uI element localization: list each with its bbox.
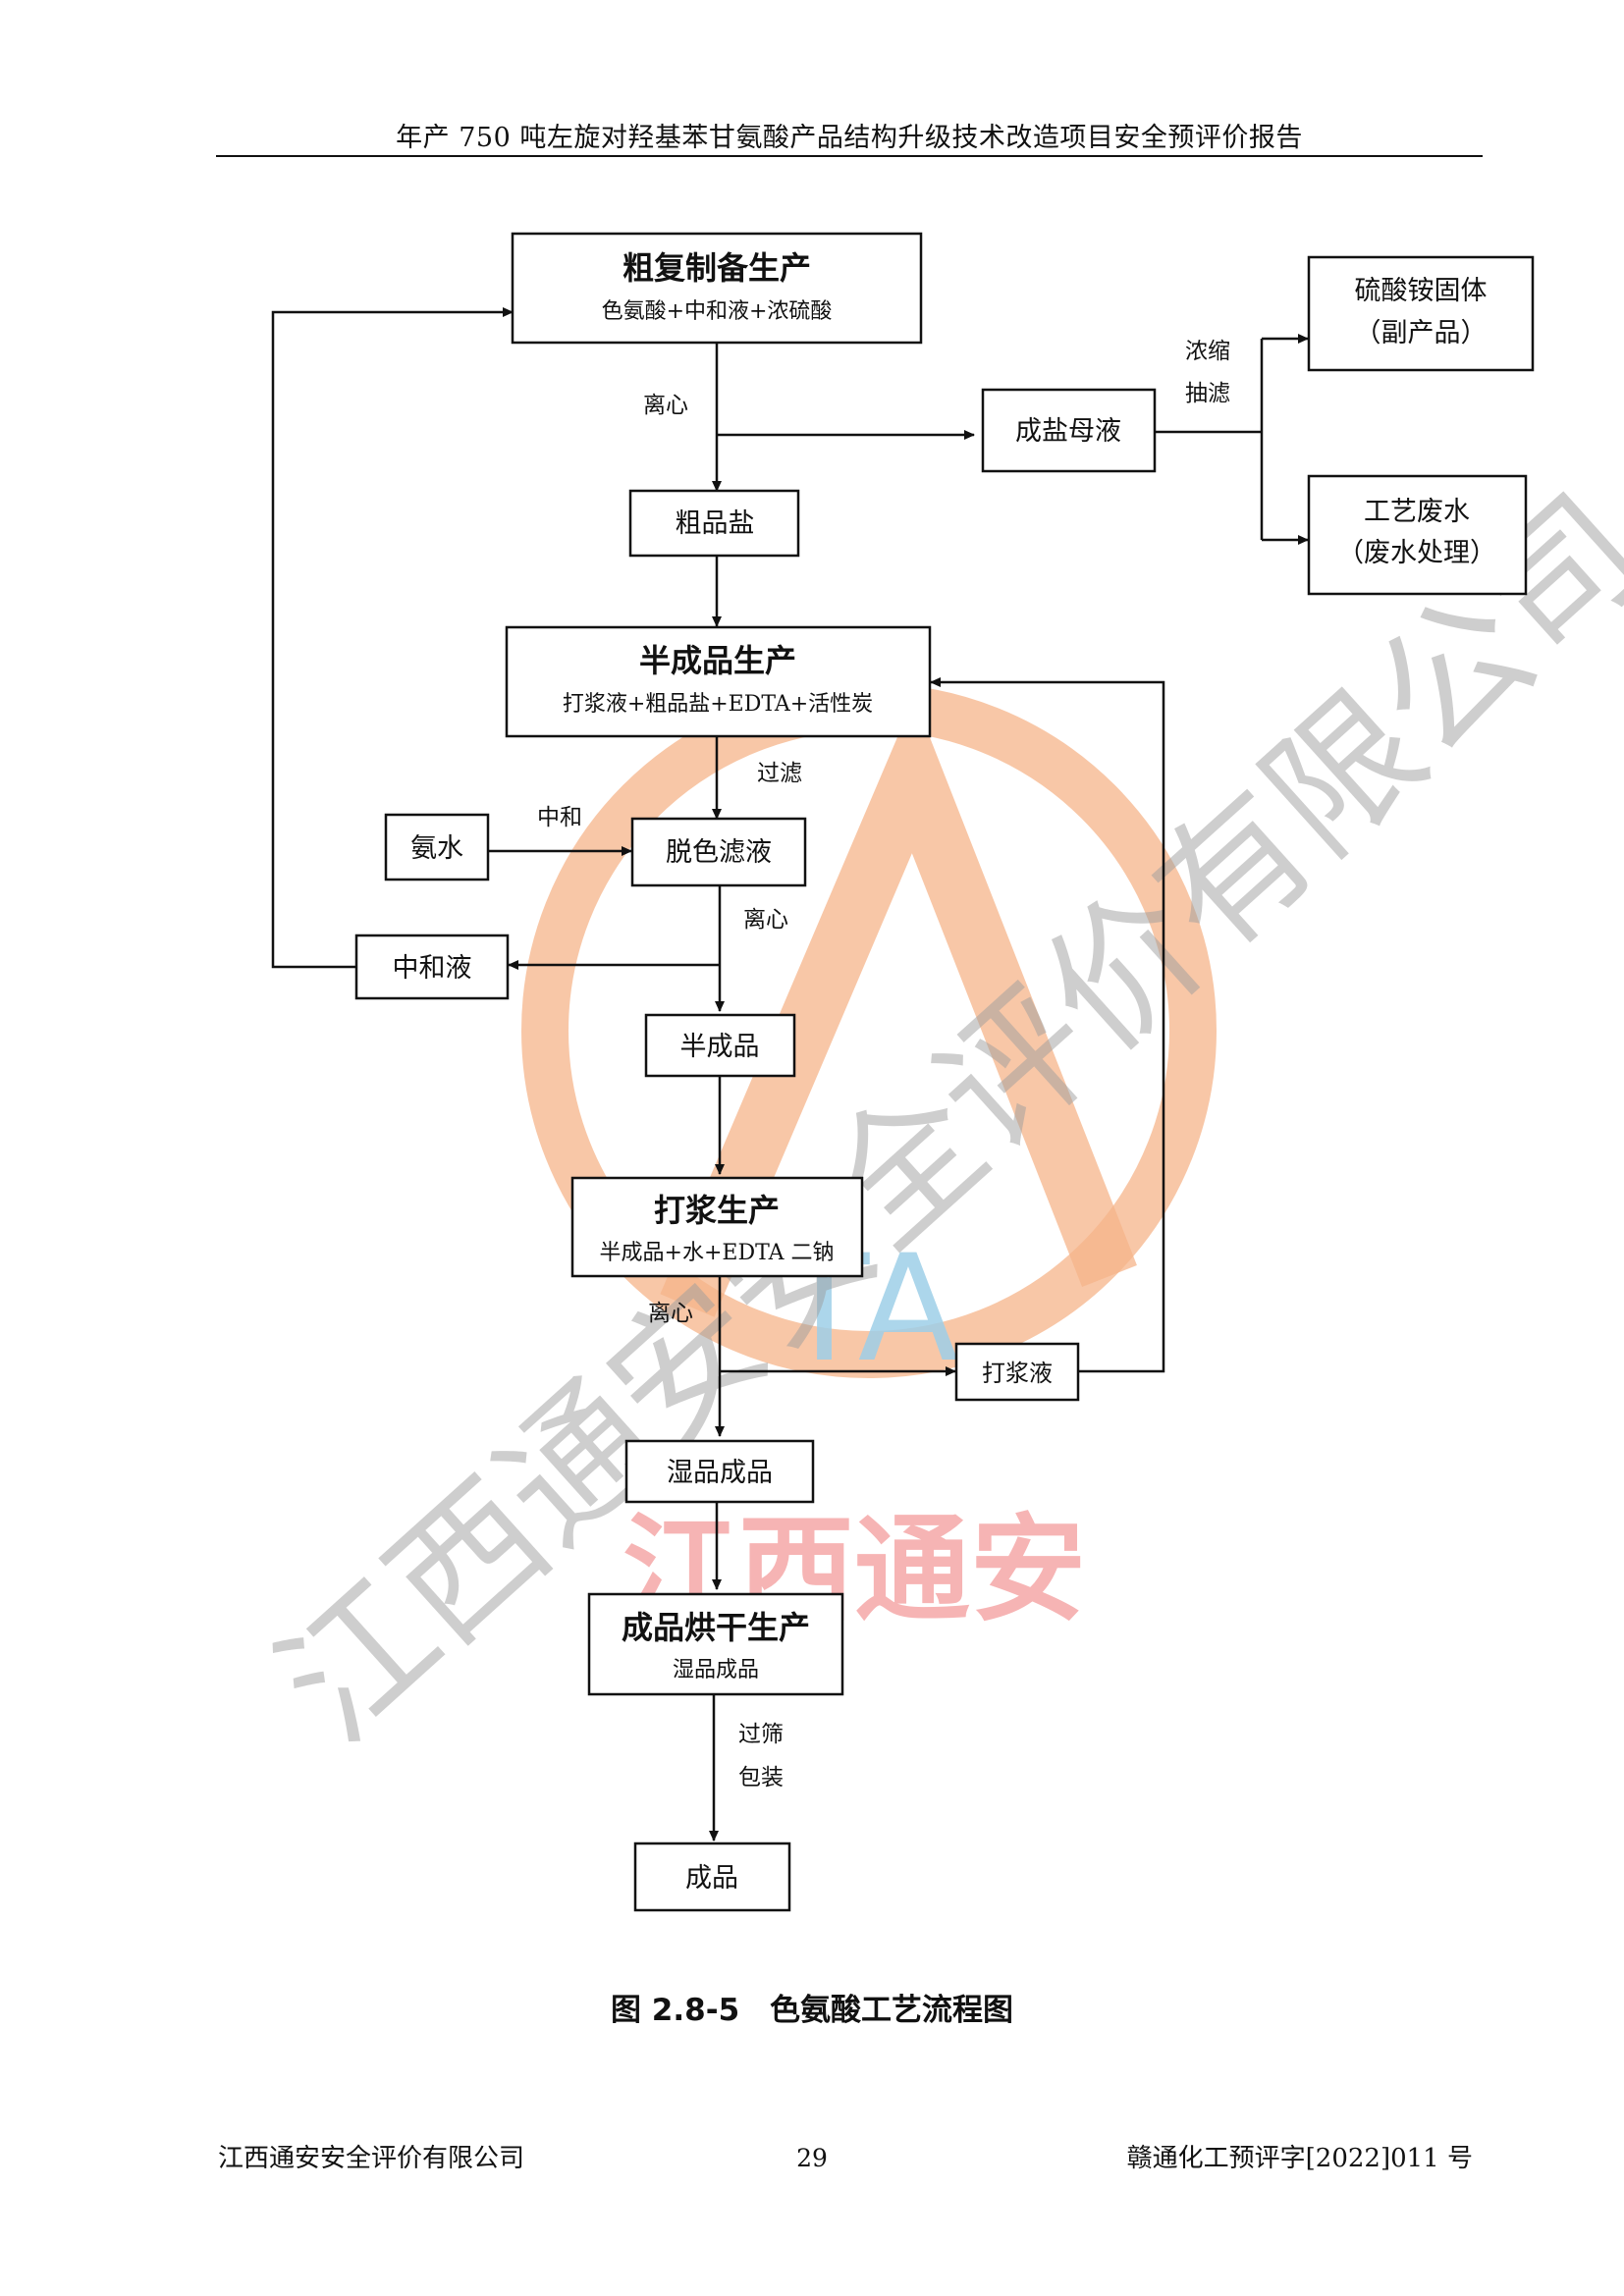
node-salt-mother-liquor: 成盐母液 bbox=[981, 388, 1157, 473]
label-centrifuge-1: 离心 bbox=[643, 393, 688, 418]
edge-neutral-liquid-recycle bbox=[271, 307, 514, 969]
node-drying-production: 成品烘干生产 湿品成品 bbox=[587, 1592, 844, 1696]
node-decolor-filtrate: 脱色滤液 bbox=[630, 817, 807, 887]
node-wet-label: 湿品成品 bbox=[667, 1458, 773, 1488]
node-pulping-title: 打浆生产 bbox=[654, 1192, 780, 1229]
label-neutralize: 中和 bbox=[537, 805, 582, 830]
node-semi-prod-title: 半成品生产 bbox=[639, 642, 796, 679]
figure-title: 色氨酸工艺流程图 bbox=[769, 1993, 1013, 2028]
node-neutral-liquid: 中和液 bbox=[354, 934, 510, 1000]
node-crude-salt-label: 粗品盐 bbox=[676, 508, 755, 539]
footer-page-number: 29 bbox=[796, 2144, 828, 2172]
node-ammonium-sulfate: 硫酸铵固体 （副产品） bbox=[1307, 255, 1535, 372]
label-centrifuge-2: 离心 bbox=[743, 907, 788, 933]
node-semi-prod-sub: 打浆液+粗品盐+EDTA+活性炭 bbox=[563, 692, 873, 717]
node-crude-sub: 色氨酸+中和液+浓硫酸 bbox=[602, 299, 833, 324]
header-rule bbox=[216, 155, 1483, 157]
node-decolor-label: 脱色滤液 bbox=[666, 837, 772, 868]
page-header-title: 年产 750 吨左旋对羟基苯甘氨酸产品结构升级技术改造项目安全预评价报告 bbox=[396, 123, 1303, 153]
node-pulp-liquid: 打浆液 bbox=[954, 1342, 1080, 1402]
node-semi-product: 半成品 bbox=[644, 1013, 796, 1078]
figure-number: 图 2.8-5 bbox=[611, 1993, 740, 2028]
node-neutral-liquid-label: 中和液 bbox=[393, 953, 472, 984]
label-concentrate: 浓缩 bbox=[1185, 339, 1230, 364]
footer-company: 江西通安安全评价有限公司 bbox=[218, 2144, 525, 2173]
node-pulp-liquid-label: 打浆液 bbox=[982, 1360, 1053, 1387]
node-final-product: 成品 bbox=[633, 1842, 791, 1912]
node-ammonium-sulfate-line2: （副产品） bbox=[1355, 318, 1488, 348]
node-semi-production: 半成品生产 打浆液+粗品盐+EDTA+活性炭 bbox=[505, 625, 932, 738]
watermark: TA 江西通安安全评价有限公司 江西通安 bbox=[248, 464, 1624, 1774]
label-sieve: 过筛 bbox=[738, 1722, 784, 1747]
watermark-logo-a bbox=[660, 697, 1137, 1317]
node-crude-salt: 粗品盐 bbox=[628, 489, 800, 558]
label-filter: 过滤 bbox=[757, 761, 802, 786]
label-pack: 包装 bbox=[738, 1765, 784, 1790]
node-pulping-production: 打浆生产 半成品+水+EDTA 二钠 bbox=[570, 1176, 864, 1278]
node-crude-title: 粗复制备生产 bbox=[623, 249, 811, 287]
node-waste-water-line2: （废水处理） bbox=[1337, 538, 1496, 568]
node-semi-label: 半成品 bbox=[680, 1032, 760, 1062]
node-waste-water-line1: 工艺废水 bbox=[1364, 497, 1470, 527]
node-drying-sub: 湿品成品 bbox=[673, 1658, 759, 1682]
connectors bbox=[271, 307, 1309, 1842]
node-waste-water: 工艺废水 （废水处理） bbox=[1307, 474, 1528, 596]
footer-doc-number: 赣通化工预评字[2022]011 号 bbox=[1126, 2144, 1473, 2173]
node-drying-title: 成品烘干生产 bbox=[622, 1609, 810, 1646]
label-suction-filter: 抽滤 bbox=[1185, 381, 1230, 406]
node-ammonium-sulfate-line1: 硫酸铵固体 bbox=[1355, 276, 1488, 306]
edge-labels: 离心 浓缩 抽滤 过滤 中和 离心 离心 过筛 包装 bbox=[537, 339, 1230, 1790]
node-ammonia-label: 氨水 bbox=[410, 833, 463, 864]
node-ammonia-water: 氨水 bbox=[384, 813, 490, 881]
node-final-label: 成品 bbox=[685, 1863, 738, 1894]
edge-pulp-liquid-recycle bbox=[930, 677, 1165, 1373]
node-salt-mother-label: 成盐母液 bbox=[1015, 416, 1121, 447]
label-centrifuge-3: 离心 bbox=[648, 1301, 693, 1326]
figure-caption: 图 2.8-5 色氨酸工艺流程图 bbox=[0, 1985, 1624, 2029]
node-crude-production: 粗复制备生产 色氨酸+中和液+浓硫酸 bbox=[511, 232, 923, 345]
node-pulping-sub: 半成品+水+EDTA 二钠 bbox=[600, 1241, 835, 1265]
node-wet-product: 湿品成品 bbox=[624, 1439, 815, 1504]
